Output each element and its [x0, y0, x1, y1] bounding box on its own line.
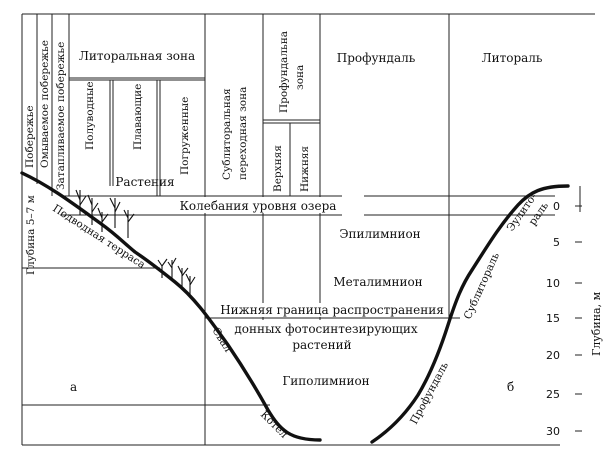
- label-litoralnaya-zona: Литоральная зона: [79, 49, 195, 63]
- label-poluvodnye: Полуводные: [84, 81, 96, 150]
- label-lower-limit-2: донных фотосинтезирующих: [234, 322, 418, 336]
- label-sublitoralnaya: Сублиторальная: [221, 88, 233, 180]
- tick-0: 0: [553, 200, 560, 213]
- plants: [75, 189, 196, 298]
- label-profundalnaya: Профундальна: [278, 31, 290, 113]
- label-podvodnaya-terrasa: Подводная терраса: [50, 202, 147, 271]
- label-zataplivaemoe: Затапливаемое побережье: [55, 42, 67, 190]
- label-metalimnion: Металимнион: [333, 275, 422, 289]
- tick-20: 20: [546, 349, 560, 362]
- label-epilimnion: Эпилимнион: [339, 227, 420, 241]
- depth-axis: [575, 186, 582, 432]
- tick-5: 5: [553, 236, 560, 249]
- label-rasteniya: Растения: [115, 175, 174, 189]
- lake-bottom-right: [370, 184, 570, 444]
- panel-label-a: а: [70, 380, 77, 394]
- panel-label-b: б: [507, 380, 514, 394]
- tick-15: 15: [546, 312, 560, 325]
- label-plavayushchie: Плавающие: [132, 84, 144, 150]
- label-verkhnyaya: Верхняя: [272, 145, 284, 192]
- label-perekhodnaya: переходная зона: [237, 87, 249, 180]
- label-sublitoral: Сублитораль: [462, 251, 502, 322]
- label-omyvaemoe: Омываемое побережье: [39, 40, 51, 168]
- label-nizhnyaya: Нижняя: [299, 146, 311, 192]
- grid-lines: [21, 13, 595, 446]
- label-lower-limit-3: растений: [292, 338, 351, 352]
- label-litoral: Литораль: [482, 51, 543, 65]
- label-zona-small: зона: [294, 65, 306, 90]
- tick-30: 30: [546, 425, 560, 438]
- label-lower-limit-1: Нижняя граница распространения: [220, 303, 444, 317]
- label-kolebaniya: Колебания уровня озера: [180, 199, 337, 213]
- limit-label-bg: [220, 303, 444, 317]
- label-profundal: Профундаль: [337, 51, 416, 65]
- tick-10: 10: [546, 277, 560, 290]
- label-pogruzhennye: Погруженные: [179, 97, 191, 175]
- label-gipolimnion: Гиполимнион: [282, 374, 369, 388]
- axis-title: Глубина, м: [590, 291, 603, 356]
- label-glubina: Глубина 5–7 м: [25, 195, 37, 275]
- tick-25: 25: [546, 388, 560, 401]
- label-kotel: Котел: [258, 409, 290, 441]
- lake-bottom-left: [20, 171, 322, 442]
- label-poberezhye: Побережье: [24, 105, 36, 168]
- band-label-bg: [168, 197, 358, 213]
